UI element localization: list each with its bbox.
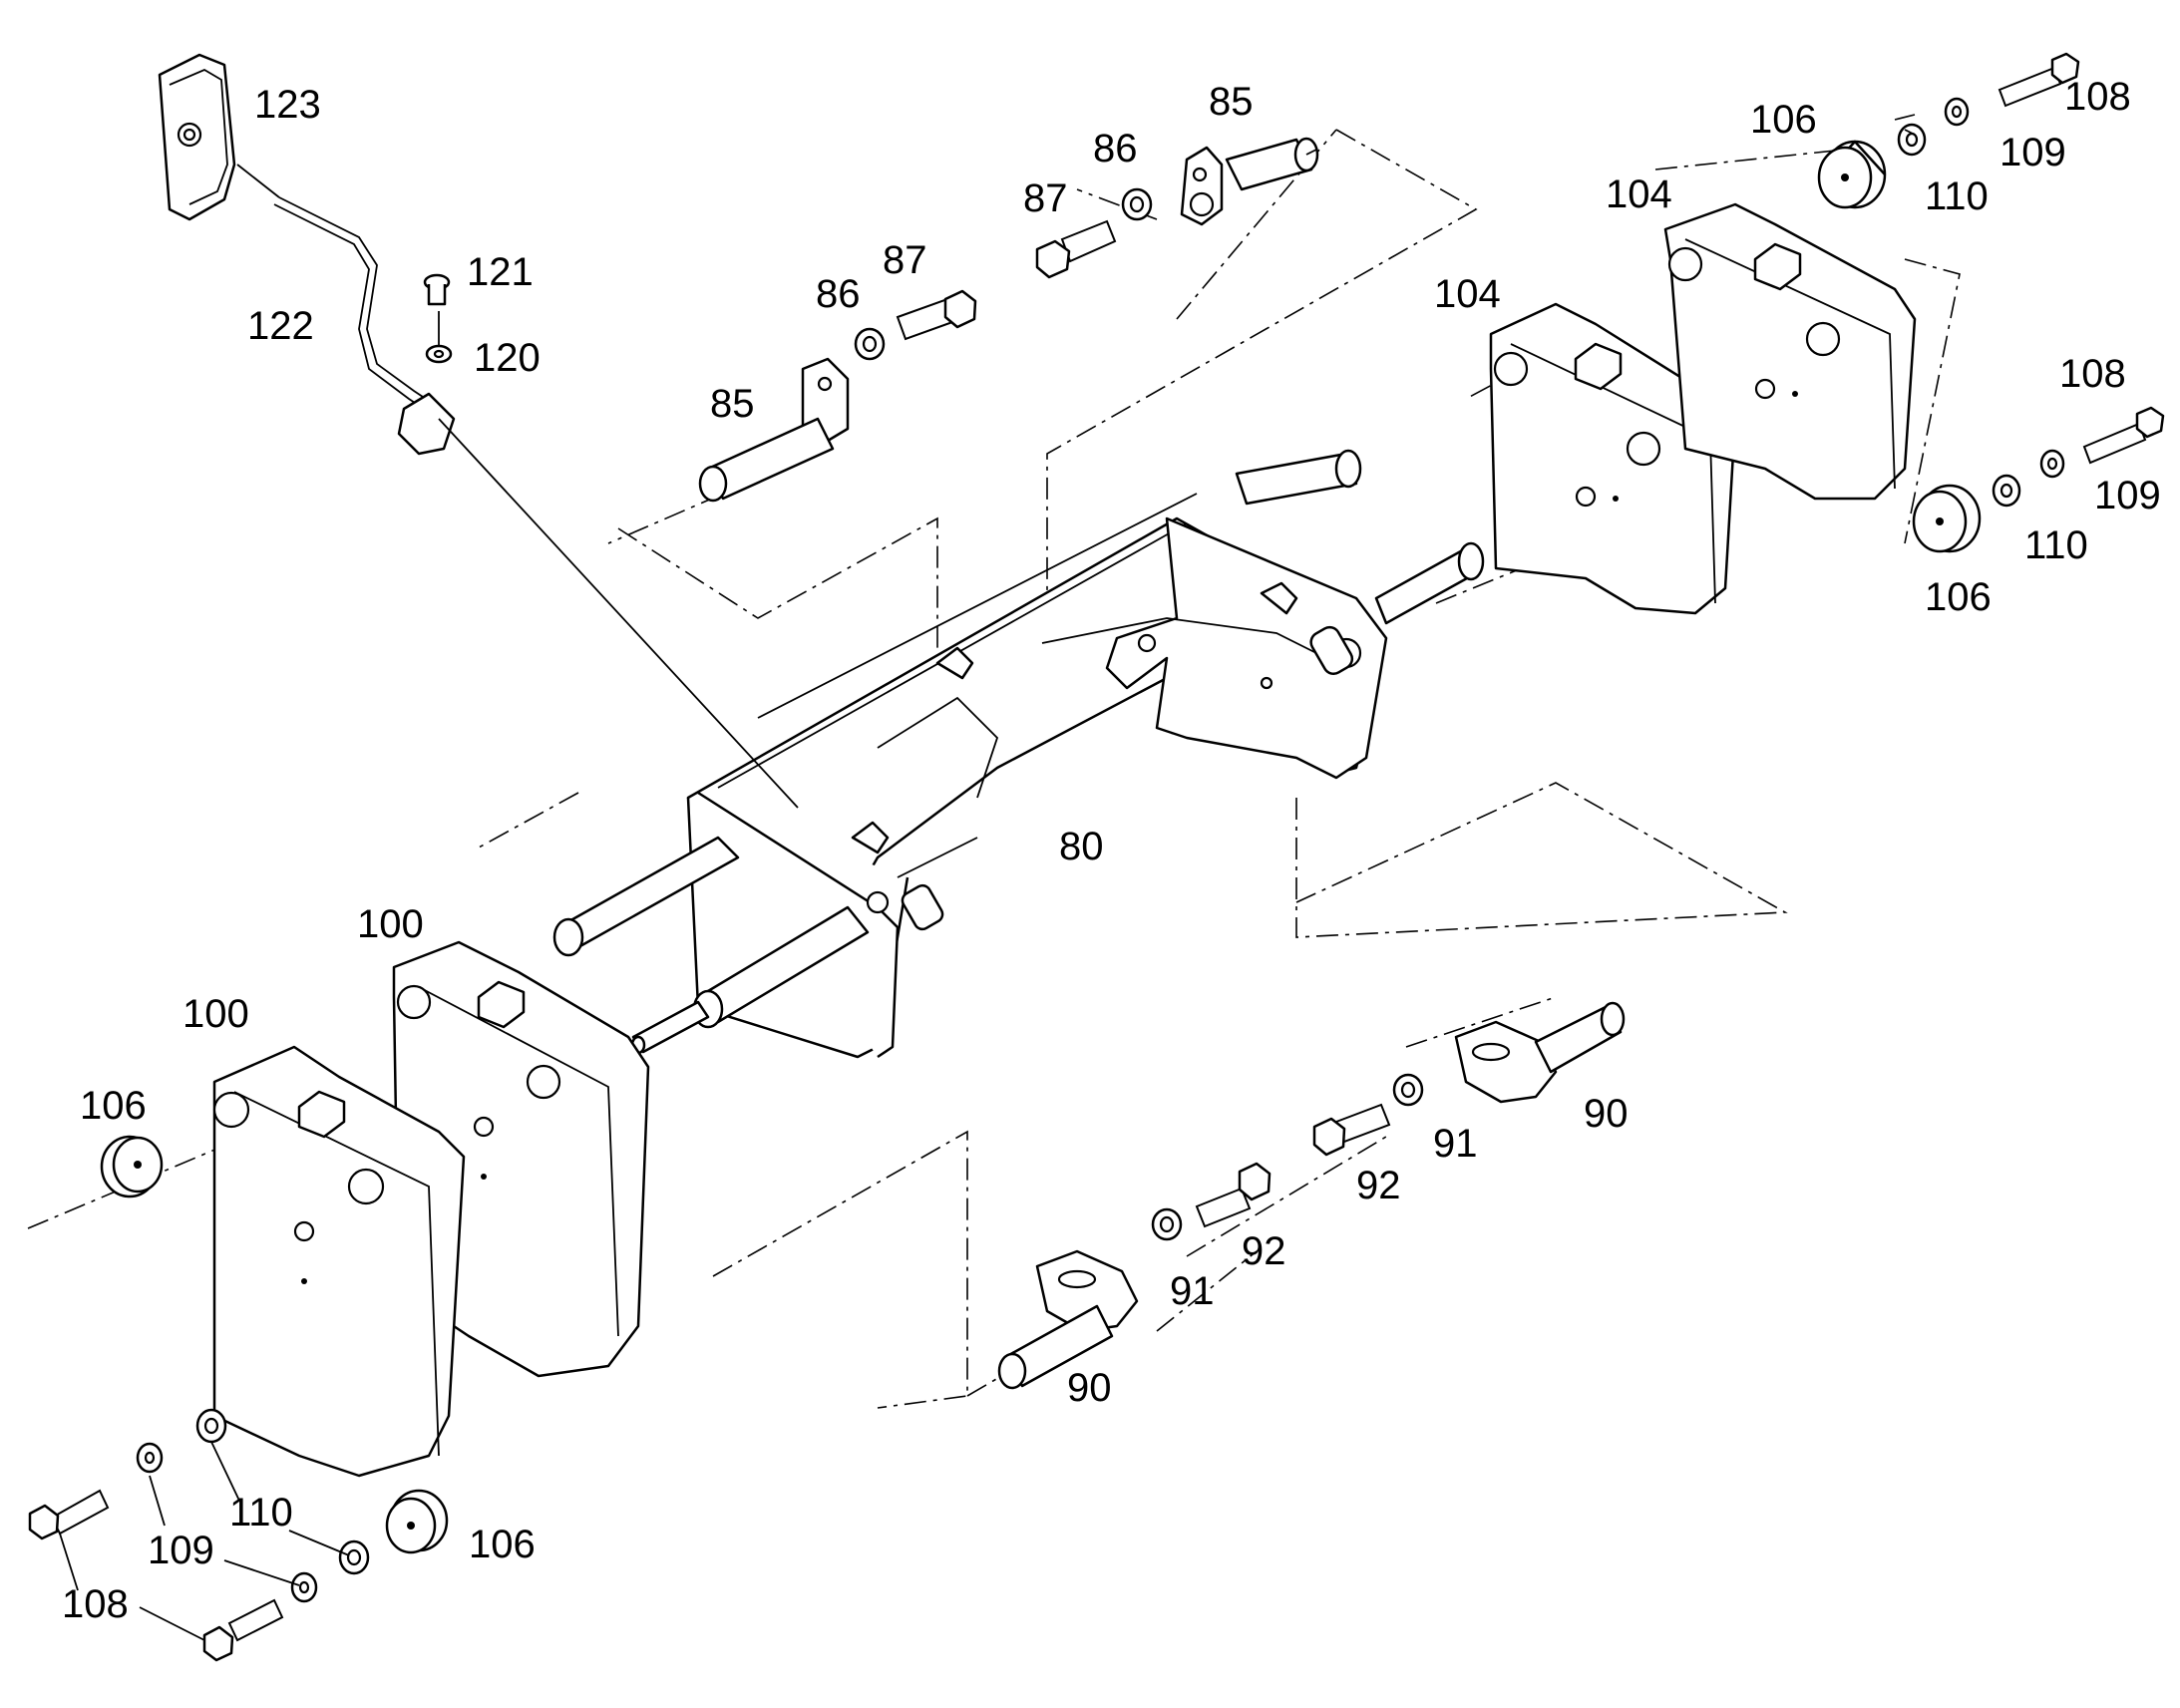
callout-92-right: 92: [1356, 1164, 1401, 1207]
callout-108-right: 108: [2059, 352, 2126, 396]
weight-100-front: [212, 1045, 466, 1478]
callout-104-top-right: 104: [1606, 172, 1672, 216]
callout-90-right: 90: [1584, 1092, 1629, 1136]
washer-110-bottom-left: [195, 1408, 227, 1444]
frame-shafts: [552, 449, 1485, 1055]
washer-86-top: [1121, 187, 1153, 221]
main-frame-80: [686, 493, 1388, 1059]
washer-120: [425, 344, 453, 364]
weight-104-back: [1663, 202, 1917, 501]
washer-110-right: [1992, 474, 2021, 508]
washer-110-bottom: [338, 1539, 370, 1575]
callout-87-top: 87: [1023, 176, 1068, 220]
spacer-106-top-right: [1817, 140, 1887, 209]
callout-87-mid: 87: [883, 238, 927, 282]
callout-109-right: 109: [2094, 474, 2161, 517]
callout-104-mid-right: 104: [1434, 272, 1501, 316]
callout-92-mid: 92: [1242, 1229, 1286, 1273]
bolt-87-mid: [896, 289, 977, 341]
callout-108-top-right: 108: [2064, 75, 2131, 119]
callout-106-top-right: 106: [1750, 98, 1817, 142]
callout-123: 123: [254, 83, 321, 127]
bolt-108-right: [2082, 406, 2165, 465]
pin-85-top: [1180, 137, 1319, 226]
callout-91-right: 91: [1433, 1122, 1478, 1166]
callout-106-bottom: 106: [469, 1523, 536, 1566]
washer-109-top-right: [1944, 97, 1970, 127]
washer-110-top-right: [1897, 123, 1927, 157]
callout-121: 121: [467, 250, 534, 294]
callout-100-front: 100: [182, 992, 249, 1036]
bolt-92-mid: [1195, 1162, 1272, 1228]
pin-90-right: [1454, 1001, 1626, 1104]
callout-109-top-right: 109: [1999, 131, 2066, 174]
bolt-108-bottom-left: [28, 1489, 110, 1540]
mirror-123: [158, 53, 236, 221]
weight-104-front: [1489, 302, 1737, 615]
callout-labels: 123 122 121 120 85 86 87 87 86 85 106 10…: [62, 75, 2161, 1626]
spacer-106-left: [100, 1135, 164, 1198]
callout-108-bottom-left: 108: [62, 1582, 129, 1626]
callout-122: 122: [247, 304, 314, 348]
callout-110-top-right: 110: [1925, 174, 1989, 218]
callout-91-mid: 91: [1170, 1269, 1215, 1313]
washer-109-bottom-left: [136, 1442, 164, 1474]
callout-110-bottom-left: 110: [229, 1491, 293, 1535]
callout-86-mid: 86: [816, 272, 861, 316]
callout-85-top: 85: [1209, 80, 1254, 124]
spacer-106-bottom: [385, 1489, 449, 1554]
callout-80: 80: [1059, 825, 1104, 868]
washer-91-right: [1392, 1073, 1424, 1107]
washer-86-mid: [854, 327, 886, 361]
pin-85-mid: [698, 357, 850, 503]
screw-121: [423, 273, 451, 306]
callout-106-right: 106: [1925, 575, 1992, 619]
bolt-87-top: [1035, 219, 1117, 279]
cable-122: [273, 196, 456, 456]
pin-90-mid: [997, 1249, 1139, 1390]
callout-109-bottom-left: 109: [148, 1529, 214, 1572]
callout-110-right: 110: [2024, 523, 2088, 567]
bolt-108-top-right: [1998, 52, 2080, 108]
washer-109-bottom: [290, 1571, 318, 1603]
bolt-92-right: [1312, 1103, 1391, 1157]
callout-120: 120: [474, 336, 541, 380]
bolt-108-bottom: [202, 1598, 284, 1662]
callout-86-top: 86: [1093, 127, 1138, 171]
callout-100-back: 100: [357, 902, 424, 946]
callout-106-left: 106: [80, 1084, 147, 1128]
washer-109-right: [2039, 449, 2065, 479]
leader-lines: [59, 129, 1916, 1641]
washer-91-mid: [1151, 1207, 1183, 1241]
callout-85-mid: 85: [710, 382, 755, 426]
callout-90-mid: 90: [1067, 1366, 1112, 1410]
spacer-106-right: [1912, 484, 1982, 553]
